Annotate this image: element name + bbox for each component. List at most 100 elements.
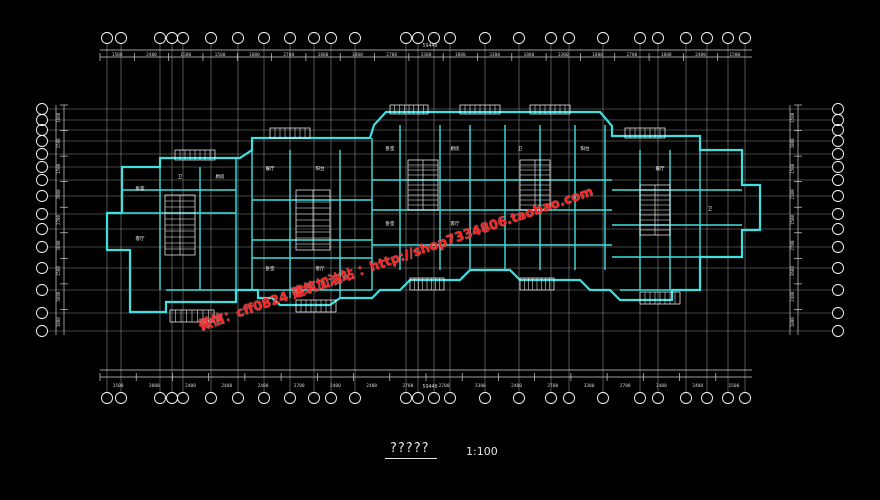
dim-text: 3300 bbox=[558, 52, 569, 58]
axis-bubble-bottom bbox=[479, 392, 491, 404]
dim-text-side: 1500 bbox=[56, 138, 61, 149]
axis-bubble-right bbox=[832, 114, 844, 126]
axis-bubble-left bbox=[36, 103, 48, 115]
dim-text: 1800 bbox=[249, 52, 260, 58]
dim-text: 2400 bbox=[258, 383, 269, 389]
axis-bubble-bottom bbox=[563, 392, 575, 404]
overall-dim-text-bottom: 59440 bbox=[422, 384, 437, 390]
axis-bubble-right bbox=[832, 223, 844, 235]
dim-text: 3300 bbox=[475, 383, 486, 389]
room-label: 卫 bbox=[178, 174, 183, 180]
dim-text-side: 1800 bbox=[56, 112, 61, 123]
axis-bubble-bottom bbox=[634, 392, 646, 404]
axis-bubble-top bbox=[115, 32, 127, 44]
room-label: 客厅 bbox=[136, 235, 145, 242]
dim-text-side: 2100 bbox=[790, 189, 795, 200]
room-label: 餐厅 bbox=[656, 165, 665, 172]
room-label: 客厅 bbox=[316, 265, 325, 272]
axis-bubble-top bbox=[563, 32, 575, 44]
dim-text: 2700 bbox=[439, 383, 450, 389]
axis-bubble-top bbox=[634, 32, 646, 44]
axis-bubble-right bbox=[832, 307, 844, 319]
dim-text: 2400 bbox=[366, 383, 377, 389]
axis-bubble-top bbox=[680, 32, 692, 44]
axis-bubble-right bbox=[832, 135, 844, 147]
dim-text: 2700 bbox=[402, 383, 413, 389]
dim-text: 2700 bbox=[547, 383, 558, 389]
axis-bubble-bottom bbox=[652, 392, 664, 404]
axis-bubble-top bbox=[739, 32, 751, 44]
axis-bubble-top bbox=[652, 32, 664, 44]
dim-text: 1800 bbox=[592, 52, 603, 58]
dim-text: 1800 bbox=[524, 52, 535, 58]
dim-text: 1800 bbox=[352, 52, 363, 58]
dim-text: 1500 bbox=[112, 52, 123, 58]
room-labels: 卧室客厅卫厨房餐厅阳台卧室客厅卧室厨房卫阳台卧室客厅餐厅卫 bbox=[136, 145, 713, 272]
room-label: 厨房 bbox=[451, 145, 460, 152]
balcony bbox=[169, 309, 215, 323]
axis-bubble-top bbox=[597, 32, 609, 44]
axis-bubble-left bbox=[36, 262, 48, 274]
axis-bubble-right bbox=[832, 262, 844, 274]
axis-bubble-top bbox=[284, 32, 296, 44]
dim-text-side: 1500 bbox=[56, 163, 61, 174]
axis-bubble-bottom bbox=[412, 392, 424, 404]
dim-text: 2400 bbox=[146, 52, 157, 58]
room-label: 卧室 bbox=[266, 265, 275, 272]
room-label: 卧室 bbox=[136, 185, 145, 192]
axis-bubble-right bbox=[832, 284, 844, 296]
axis-bubble-right bbox=[832, 325, 844, 337]
stair bbox=[519, 159, 551, 211]
dim-text-side: 1500 bbox=[56, 266, 61, 277]
axis-bubble-bottom bbox=[284, 392, 296, 404]
axis-bubble-top bbox=[428, 32, 440, 44]
dim-text: 1500 bbox=[180, 52, 191, 58]
axis-bubble-top bbox=[308, 32, 320, 44]
overall-dim-text: 59440 bbox=[422, 43, 437, 49]
axis-bubble-right bbox=[832, 241, 844, 253]
axis-bubble-bottom bbox=[513, 392, 525, 404]
exterior-wall bbox=[105, 110, 762, 314]
balcony bbox=[639, 291, 681, 305]
axis-bubble-right bbox=[832, 124, 844, 136]
dim-text-side: 2400 bbox=[790, 291, 795, 302]
stair bbox=[407, 159, 439, 211]
dim-text: 2400 bbox=[330, 383, 341, 389]
axis-bubble-bottom bbox=[545, 392, 557, 404]
axis-bubble-top bbox=[325, 32, 337, 44]
balcony bbox=[269, 127, 311, 139]
room-label: 卫 bbox=[518, 146, 523, 152]
axis-bubble-left bbox=[36, 135, 48, 147]
axis-bubble-bottom bbox=[205, 392, 217, 404]
axis-bubble-left bbox=[36, 241, 48, 253]
axis-bubble-left bbox=[36, 148, 48, 160]
axis-bubble-top bbox=[232, 32, 244, 44]
balcony bbox=[409, 277, 445, 291]
axis-bubble-left bbox=[36, 325, 48, 337]
dim-text: 3300 bbox=[489, 52, 500, 58]
dim-text: 1500 bbox=[728, 383, 739, 389]
axis-bubble-top bbox=[513, 32, 525, 44]
axis-bubble-left bbox=[36, 190, 48, 202]
axis-bubble-left bbox=[36, 161, 48, 173]
axis-bubble-bottom bbox=[258, 392, 270, 404]
dim-text: 2700 bbox=[294, 383, 305, 389]
balcony bbox=[519, 277, 555, 291]
axis-bubble-left bbox=[36, 114, 48, 126]
axis-bubble-bottom bbox=[428, 392, 440, 404]
axis-bubble-top bbox=[479, 32, 491, 44]
dim-text-side: 3600 bbox=[56, 291, 61, 302]
dim-text-side: 1500 bbox=[790, 214, 795, 225]
dim-text-side: 3600 bbox=[790, 266, 795, 277]
axis-bubble-top bbox=[101, 32, 113, 44]
dim-text: 2400 bbox=[695, 52, 706, 58]
dim-text: 1500 bbox=[113, 383, 124, 389]
axis-bubble-right bbox=[832, 174, 844, 186]
axis-bubble-left bbox=[36, 208, 48, 220]
dim-text: 2400 bbox=[692, 383, 703, 389]
room-label: 餐厅 bbox=[266, 165, 275, 172]
dim-text-side: 1500 bbox=[790, 112, 795, 123]
axis-bubble-top bbox=[154, 32, 166, 44]
stair bbox=[295, 189, 331, 251]
